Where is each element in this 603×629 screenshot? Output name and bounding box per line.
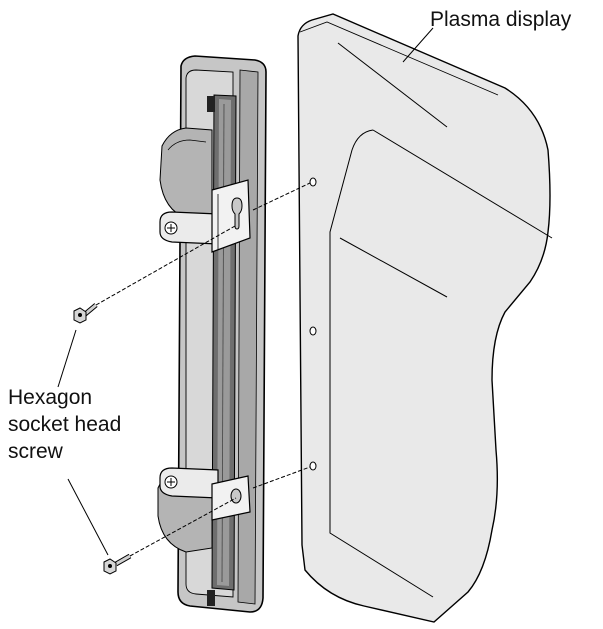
- mounting-bracket-lower: [159, 467, 251, 521]
- screw-label-line-3: screw: [8, 440, 63, 463]
- speaker-unit: [157, 55, 267, 613]
- plasma-display-label: Plasma display: [430, 8, 572, 31]
- alignment-lines: [95, 182, 311, 557]
- hexagon-socket-head-screw-label: Hexagon socket head screw: [8, 384, 121, 465]
- panel-body: [297, 13, 551, 623]
- screw-label-line-2: socket head: [8, 413, 122, 436]
- hexagon-socket-screw-upper: [73, 303, 98, 324]
- screw-label-line-1: Hexagon: [8, 386, 93, 409]
- leader-lines: [57, 27, 434, 556]
- plasma-display-panel: [297, 13, 553, 623]
- hexagon-socket-screw-lower: [103, 553, 132, 575]
